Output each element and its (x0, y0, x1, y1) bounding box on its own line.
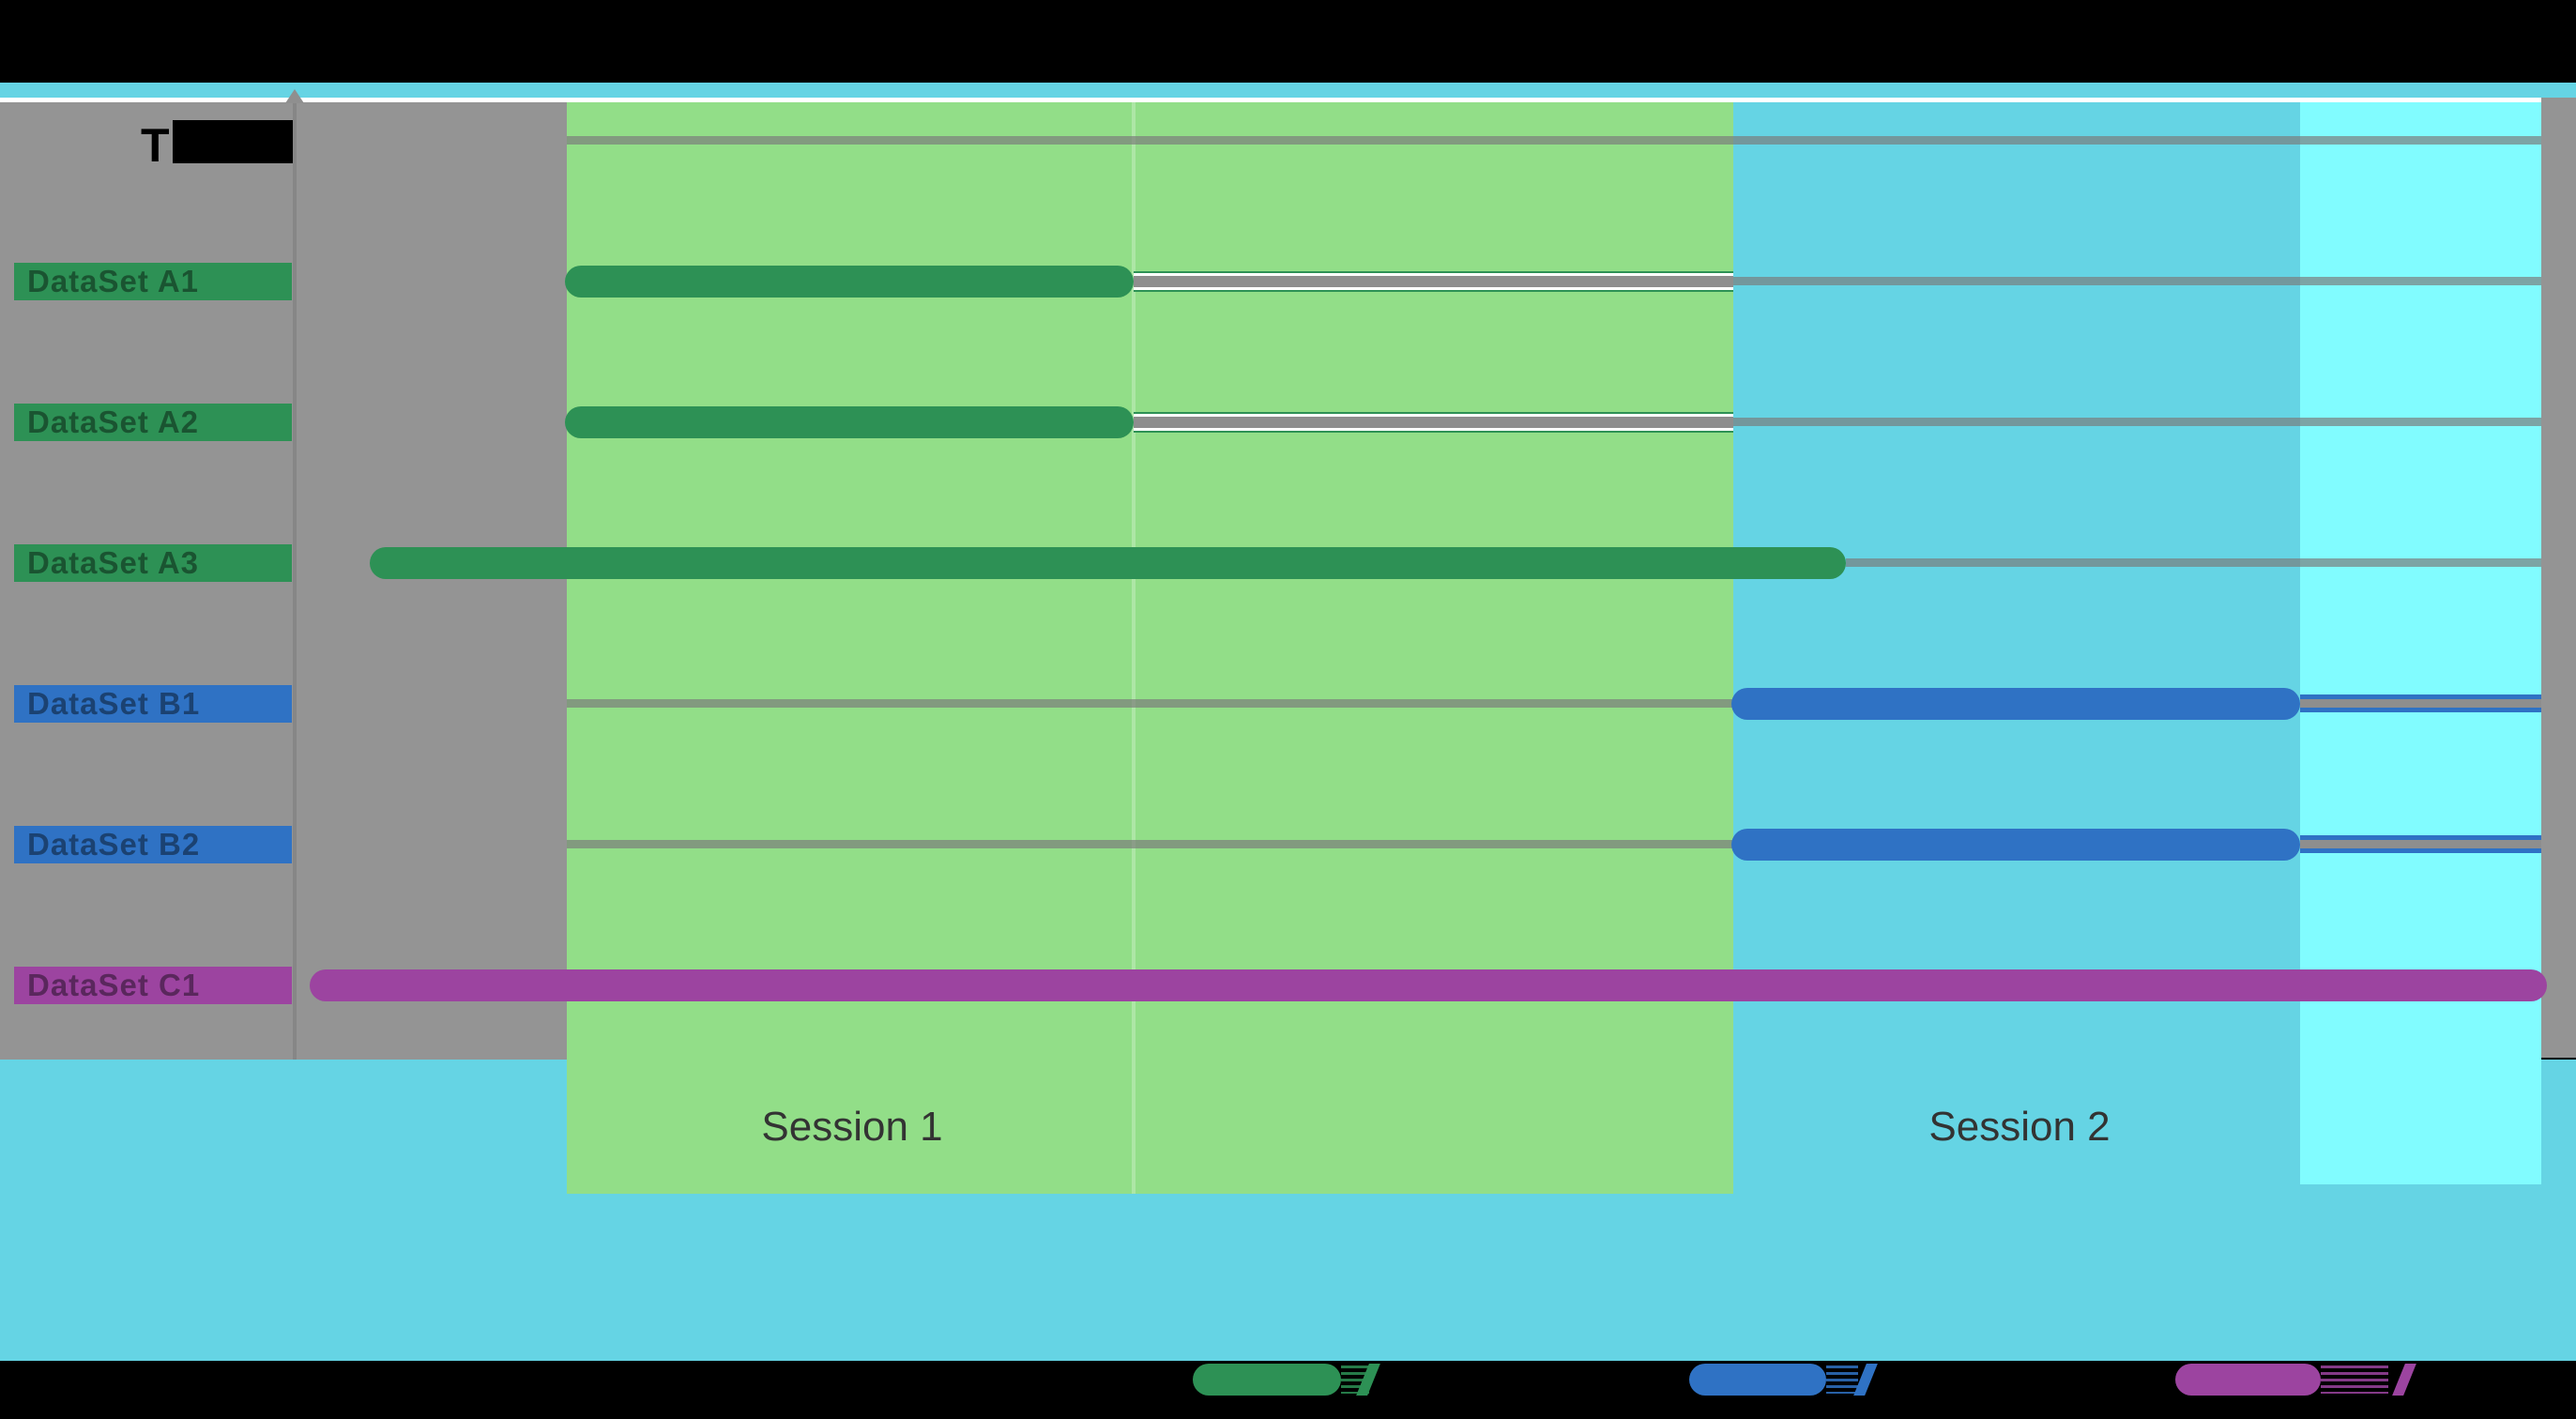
row-line-segment (567, 699, 1732, 708)
right-gray-strip (2541, 98, 2576, 1058)
row-label-redacted: DataSet A2 (14, 404, 292, 441)
row-line-segment (1733, 277, 2541, 285)
legend-swatch-series-purple (2175, 1364, 2321, 1396)
row-line-segment (1134, 271, 1733, 292)
top-cyan-strip (0, 83, 2576, 98)
row-label-redacted: DataSet C1 (14, 967, 292, 1004)
vertical-gridline (1132, 102, 1136, 1194)
row-label-text: DataSet A3 (27, 545, 200, 580)
row-label-text: DataSet B2 (27, 827, 201, 862)
legend-swatch-series-green (1193, 1364, 1341, 1396)
session1-label: Session 1 (761, 1104, 943, 1150)
gantt-bar-green (565, 266, 1134, 298)
row-line-segment (2300, 694, 2541, 712)
row-label-redacted: DataSet A1 (14, 263, 292, 300)
row-label-text: DataSet B1 (27, 686, 201, 721)
top-black-bar (0, 0, 2576, 83)
column-header-title: T (141, 119, 170, 172)
white-gap-line (0, 98, 2576, 102)
row-line-segment (567, 136, 2541, 145)
row-line-segment (1733, 418, 2541, 426)
gantt-bar-blue (1731, 688, 2300, 720)
legend-stripes-series-blue (1826, 1366, 1858, 1394)
row-label-text: DataSet A1 (27, 264, 200, 298)
row-label-redacted: DataSet A3 (14, 544, 292, 582)
row-line-segment (1134, 412, 1733, 433)
row-line-segment (1846, 558, 2541, 567)
legend-slash-series-purple (2392, 1364, 2416, 1396)
row-line-segment (567, 840, 1732, 848)
row-line-segment (2300, 835, 2541, 853)
legend-stripes-series-purple (2321, 1366, 2388, 1394)
gantt-bar-green (565, 406, 1134, 438)
gantt-bar-purple (310, 969, 2547, 1001)
header-redaction-box (173, 120, 293, 163)
gantt-bar-blue (1731, 829, 2300, 861)
session2-label: Session 2 (1928, 1104, 2111, 1150)
gantt-bar-green (370, 547, 1846, 579)
axis-arrow-icon (285, 89, 304, 103)
legend-swatch-series-blue (1689, 1364, 1826, 1396)
y-axis-line (293, 102, 297, 1060)
row-label-redacted: DataSet B1 (14, 685, 292, 723)
row-label-redacted: DataSet B2 (14, 826, 292, 863)
row-label-text: DataSet A2 (27, 404, 200, 439)
row-label-text: DataSet C1 (27, 968, 201, 1002)
